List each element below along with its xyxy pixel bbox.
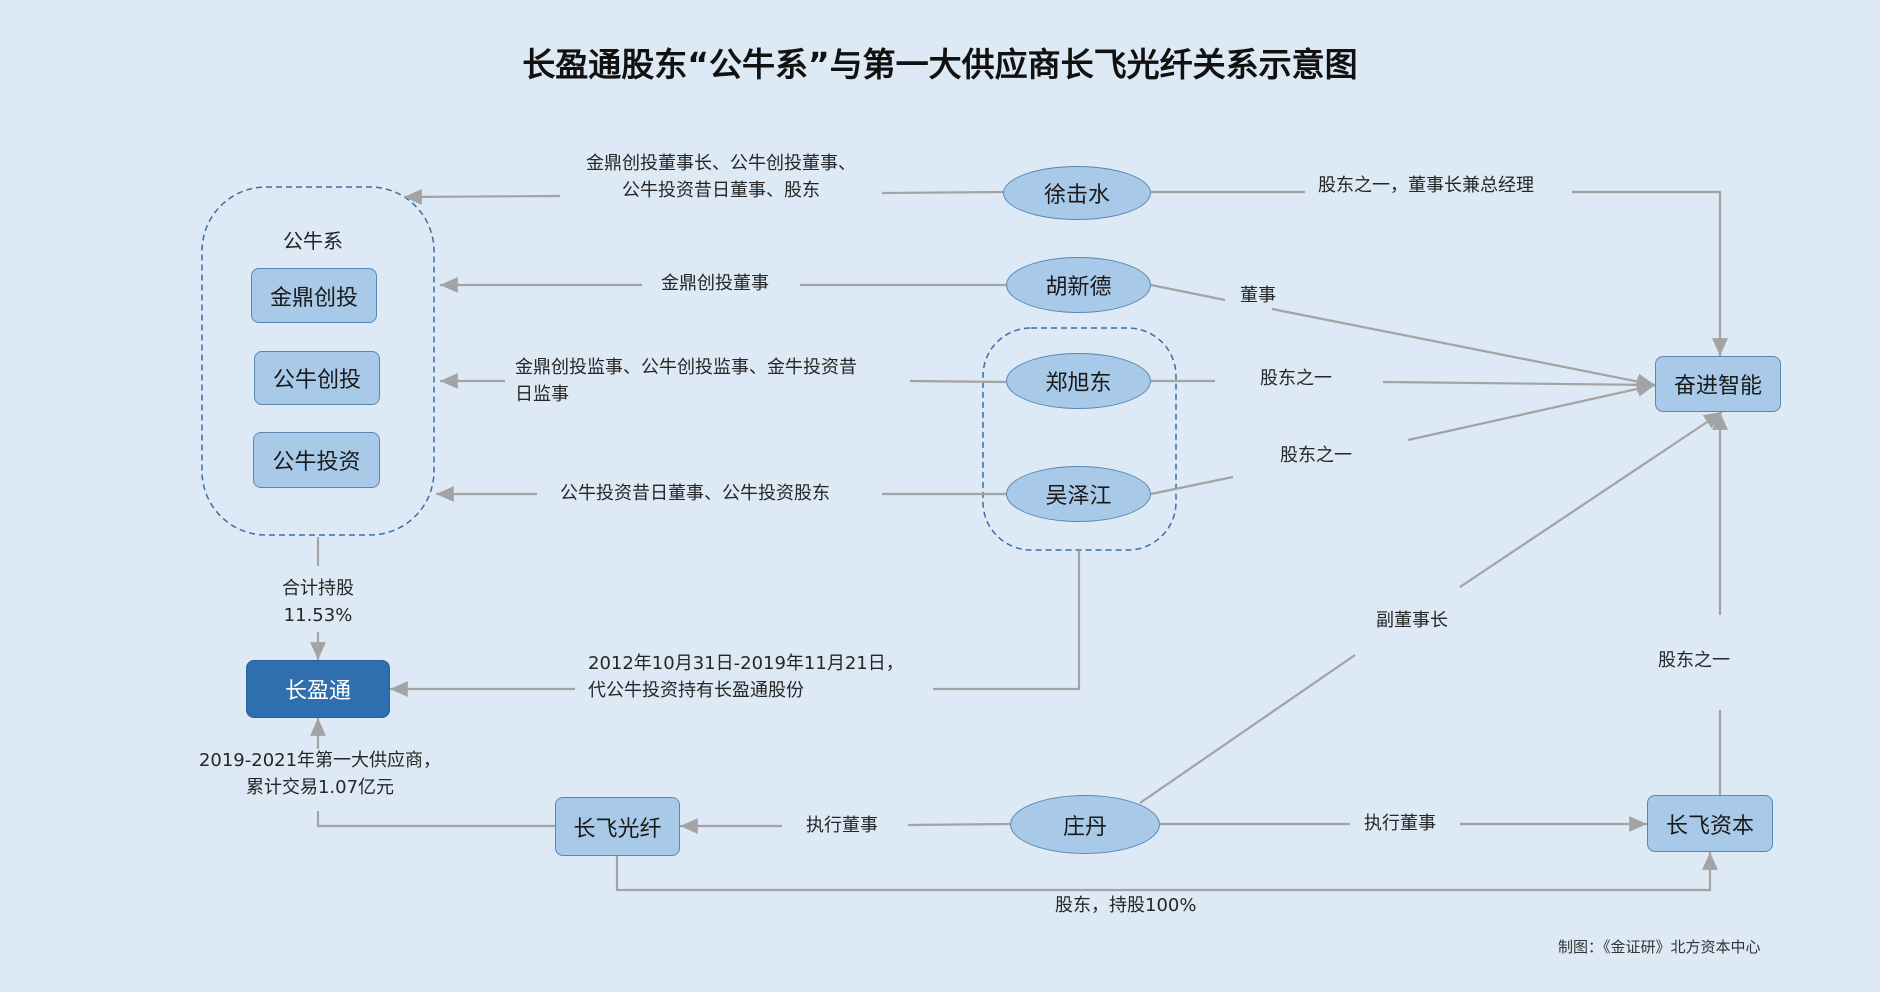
label-fiber-cyt: 2019-2021年第一大供应商， 累计交易1.07亿元: [190, 747, 450, 801]
node-changfei-fiber: 长飞光纤: [555, 797, 680, 856]
label-capital-fenjin: 股东之一: [1658, 650, 1730, 671]
label-group-cyt-line1: 2012年10月31日-2019年11月21日，: [588, 653, 904, 674]
node-wu-zejiang: 吴泽江: [1006, 466, 1151, 522]
gongniu-group-outline: [201, 186, 435, 536]
label-xu-gongniu: 金鼎创投董事长、公牛创投董事、 公牛投资昔日董事、股东: [566, 150, 876, 204]
connector-group-cyt: [933, 550, 1081, 691]
label-wu-gongniu: 公牛投资昔日董事、公牛投资股东: [560, 483, 830, 504]
gongniu-group-label: 公牛系: [283, 229, 343, 253]
connector-fiber-capital: [615, 852, 1718, 892]
label-group-cyt: 2012年10月31日-2019年11月21日， 代公牛投资持有长盈通股份: [588, 650, 904, 704]
diagram-title: 长盈通股东“公牛系”与第一大供应商长飞光纤关系示意图: [522, 45, 1358, 84]
label-hu-fenjin: 董事: [1240, 285, 1276, 306]
label-fiber-cyt-line2: 累计交易1.07亿元: [245, 777, 395, 798]
label-zhuang-fiber: 执行董事: [806, 815, 878, 836]
connector-zheng-fenjin-arrow: [1382, 376, 1656, 393]
connector-zheng-gongniu: [909, 379, 1007, 384]
connector-hu-fenjin-arrow: [1271, 307, 1656, 390]
connector-fiber-cyt: [316, 811, 555, 828]
label-zheng-gongniu: 金鼎创投监事、公牛创投监事、金牛投资昔 日监事: [515, 354, 857, 408]
label-group-cyt-line2: 代公牛投资持有长盈通股份: [588, 680, 804, 701]
label-fiber-cyt-line1: 2019-2021年第一大供应商，: [198, 750, 442, 771]
node-xu-jishui: 徐击水: [1003, 166, 1151, 220]
label-hu-gongniu: 金鼎创投董事: [661, 273, 769, 294]
label-gongniu-cyt-line2: 11.53%: [283, 605, 353, 626]
node-changyingtong: 长盈通: [246, 660, 390, 718]
node-zheng-xudong: 郑旭东: [1006, 353, 1151, 409]
connector-xu-fenjin-arrow: [1572, 190, 1728, 356]
connector-zhuang-fiber: [907, 822, 1011, 827]
connector-wu-fenjin-arrow: [1407, 381, 1656, 442]
label-zhuang-fenjin: 副董事长: [1376, 610, 1448, 631]
node-gongniu-chuangtou: 公牛创投: [254, 351, 380, 405]
label-zheng-fenjin: 股东之一: [1260, 368, 1332, 389]
connector-xu-gongniu: [881, 190, 1004, 195]
label-wu-fenjin: 股东之一: [1280, 445, 1352, 466]
node-changfei-capital: 长飞资本: [1647, 795, 1773, 852]
label-gongniu-cyt-line1: 合计持股: [282, 578, 354, 599]
label-fiber-capital: 股东，持股100%: [1055, 895, 1197, 916]
source-credit: 制图：《金证研》北方资本中心: [1558, 938, 1761, 956]
connector-xu-gongniu-arrow: [403, 188, 561, 205]
label-xu-gongniu-line2: 公牛投资昔日董事、股东: [622, 180, 820, 201]
label-xu-gongniu-line1: 金鼎创投董事长、公牛创投董事、: [586, 153, 856, 174]
connector-zhuang-fenjin-arrow: [1459, 411, 1723, 588]
connector-zhuang-fenjin: [1139, 654, 1356, 804]
node-fenjin-zhineng: 奋进智能: [1655, 356, 1781, 412]
label-zheng-gongniu-line2: 日监事: [515, 384, 569, 405]
connector-wu-fenjin: [1150, 475, 1234, 496]
label-zhuang-capital: 执行董事: [1364, 813, 1436, 834]
connector-hu-fenjin: [1150, 283, 1226, 302]
node-jinding-chuangtou: 金鼎创投: [251, 268, 377, 323]
label-zheng-gongniu-line1: 金鼎创投监事、公牛创投监事、金牛投资昔: [515, 357, 857, 378]
node-gongniu-touzi: 公牛投资: [253, 432, 380, 488]
node-zhuang-dan: 庄丹: [1010, 795, 1160, 854]
label-xu-fenjin: 股东之一，董事长兼总经理: [1318, 175, 1534, 196]
label-gongniu-cyt: 合计持股 11.53%: [258, 575, 378, 629]
node-hu-xinde: 胡新德: [1006, 257, 1151, 313]
